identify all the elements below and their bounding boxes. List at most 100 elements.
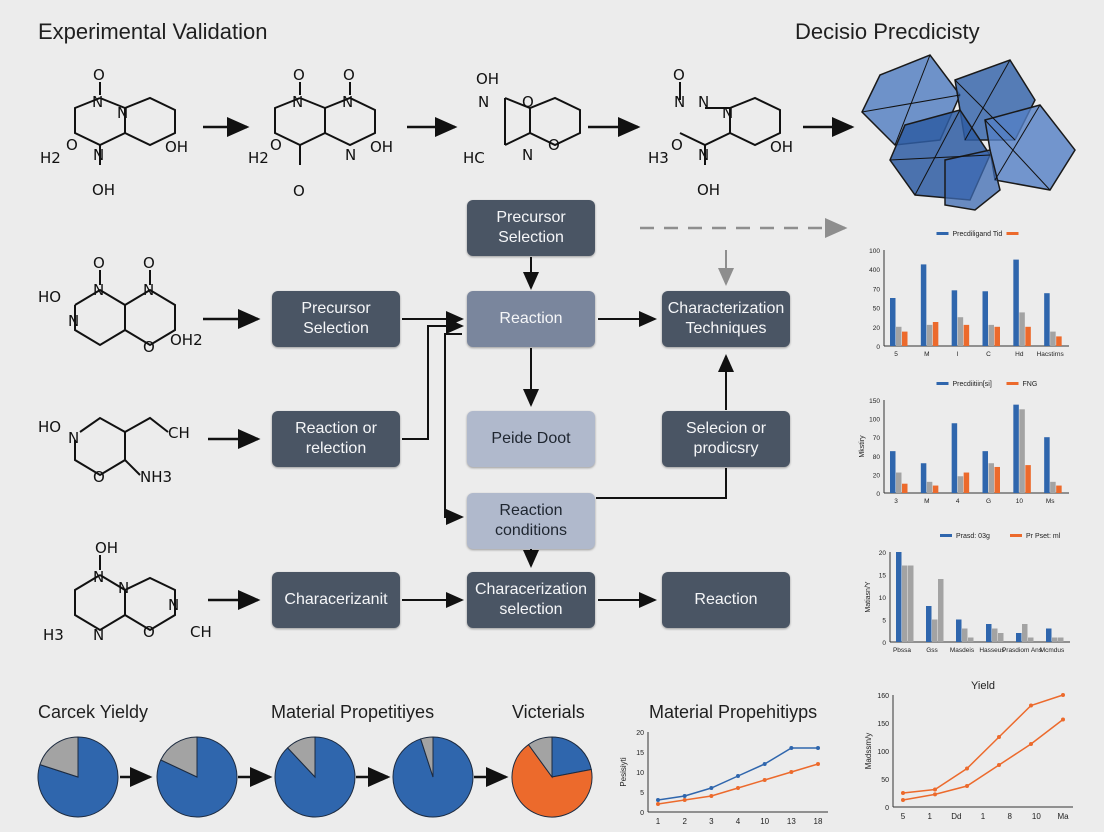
- chart-8-xtick: M: [924, 498, 929, 505]
- svg-text:N: N: [342, 93, 353, 111]
- chart-9-ytick: 0: [882, 640, 886, 647]
- pie-2-slice-2: [160, 736, 198, 778]
- svg-text:H2: H2: [248, 149, 269, 167]
- svg-text:O: O: [293, 66, 305, 84]
- svg-text:O: O: [93, 468, 105, 486]
- chart-7-xtick: Hd: [1015, 351, 1024, 358]
- reaction-or-selection-box: Reaction or relection: [272, 411, 400, 467]
- chart-10-series-2-line: [902, 718, 1064, 801]
- svg-text:N: N: [93, 626, 104, 644]
- chart-8-bar: [902, 483, 908, 493]
- material-prop-title-1: Material Propetitiyes: [271, 702, 435, 722]
- chart-7-xtick: 5: [894, 351, 898, 358]
- chart-7-ytick: 100: [869, 248, 880, 255]
- chart-8-xtick: 3: [894, 498, 898, 505]
- chart-9-xtick: Mcmdus: [1040, 647, 1065, 654]
- characterizanit-box: Characerizanit: [272, 572, 400, 628]
- chart-6-series-2-point: [709, 794, 714, 798]
- chart-6-series-2-point: [682, 798, 687, 802]
- peide-doot-box: Peide Doot: [467, 411, 595, 467]
- chart-6-series-1-point: [709, 786, 714, 790]
- chart-8-ylabel: Mkstiry: [859, 435, 866, 458]
- chart-10-series-1-point: [997, 735, 1001, 739]
- svg-text:N: N: [117, 104, 128, 122]
- chart-7-bar: [932, 322, 939, 346]
- molecule-left-1-labels: HO O N O N N O OH2: [38, 254, 203, 356]
- chart-7-bar: [1056, 336, 1062, 346]
- molecule-top-3-labels: OH N O HC N O: [463, 70, 560, 167]
- chart-9-ytick: 5: [882, 618, 886, 625]
- svg-text:OH: OH: [95, 539, 118, 557]
- chart-9-legend-1: Prasd: 03g: [956, 533, 990, 540]
- molecule-left-3-labels: OH N N H3 N O N CH: [43, 539, 212, 644]
- chart-9-bar: [896, 552, 902, 642]
- svg-text:HO: HO: [38, 418, 61, 436]
- svg-text:N: N: [478, 93, 489, 111]
- chart-7-bar: [902, 331, 908, 346]
- chart-9-xtick: Masdeis: [950, 647, 975, 654]
- chart-8-ytick: 20: [873, 472, 881, 479]
- chart-8-ytick: 80: [873, 454, 881, 461]
- svg-text:H2: H2: [40, 149, 61, 167]
- molecule-left-2: [74, 416, 169, 477]
- chart-7-legend-swatch-2: [1006, 232, 1019, 235]
- chart-8-legend-2: FNG: [1023, 381, 1038, 388]
- chart-7-bar: [994, 326, 1000, 346]
- chart-10-series-2-point: [1029, 742, 1033, 746]
- chart-9-legend-2: Pr Pset: ml: [1026, 533, 1061, 540]
- molecule-top-2-labels: O O N N H2 O N OH O OH: [248, 66, 393, 200]
- pie-1-slice-2: [39, 736, 79, 778]
- chart-8-bar: [920, 463, 927, 493]
- chart-7-ytick: 50: [873, 306, 881, 313]
- crystal-structure-illustration: [861, 54, 1076, 211]
- chart-10-ylabel: Madssm/y: [864, 733, 873, 769]
- chart-8-bar: [1013, 404, 1019, 493]
- chart-10-ytick: 0: [885, 805, 889, 812]
- svg-text:HO: HO: [38, 288, 61, 306]
- chart-7-bar: [957, 317, 964, 346]
- svg-text:O: O: [66, 136, 78, 154]
- chart-8-bar: [963, 472, 970, 493]
- svg-text:N: N: [68, 429, 79, 447]
- chart-10-series-2-point: [965, 784, 969, 788]
- chart-6-series-2-line: [657, 763, 819, 805]
- chart-9-bar: [998, 633, 1004, 642]
- chart-6-series-1-point: [816, 746, 820, 750]
- chart-10-xtick: Dd: [951, 812, 961, 821]
- chart-8-xtick: G: [986, 498, 991, 505]
- chart-9-ytick: 20: [879, 550, 887, 557]
- chart-6-series-2-point: [736, 786, 740, 790]
- svg-text:OH: OH: [770, 138, 793, 156]
- chart-8-bar: [994, 466, 1000, 493]
- chart-8-bar: [1044, 437, 1050, 493]
- chart-6-ytick: 5: [640, 790, 644, 797]
- prediction-title: Decisio Precdicisty: [795, 19, 980, 44]
- svg-text:O: O: [93, 254, 105, 272]
- chart-6-series-2-point: [656, 802, 660, 806]
- chart-7-bar: [963, 324, 970, 346]
- chart-6-xtick: 10: [760, 817, 769, 826]
- chart-8-bar: [951, 423, 958, 493]
- chart-7-xtick: Hacstirns: [1037, 351, 1065, 358]
- svg-text:N: N: [118, 579, 129, 597]
- svg-text:N: N: [93, 281, 104, 299]
- chart-6-series-1-point: [656, 798, 660, 802]
- chart-8-bar: [1056, 485, 1062, 493]
- pie-5-slice-1: [551, 736, 592, 778]
- chart-8-xtick: 4: [956, 498, 960, 505]
- svg-text:O: O: [143, 338, 155, 356]
- chart-6-series-2-point: [816, 762, 820, 766]
- chart-6-ytick: 20: [636, 730, 644, 737]
- chart-10-xtick: 1: [981, 812, 986, 821]
- reaction-conditions-box: Reaction conditions: [467, 493, 595, 549]
- chart-6-xtick: 2: [682, 817, 687, 826]
- chart-8-bar: [1050, 481, 1056, 493]
- chart-7-bar: [926, 324, 933, 346]
- pie-5-slice-3: [527, 736, 553, 779]
- chart-9-bar: [1046, 628, 1052, 642]
- chart-6-series-1-point: [762, 762, 767, 766]
- selection-or-prodicsry-box: Selecion or prodicsry: [662, 411, 790, 467]
- chart-8-bar: [988, 463, 994, 493]
